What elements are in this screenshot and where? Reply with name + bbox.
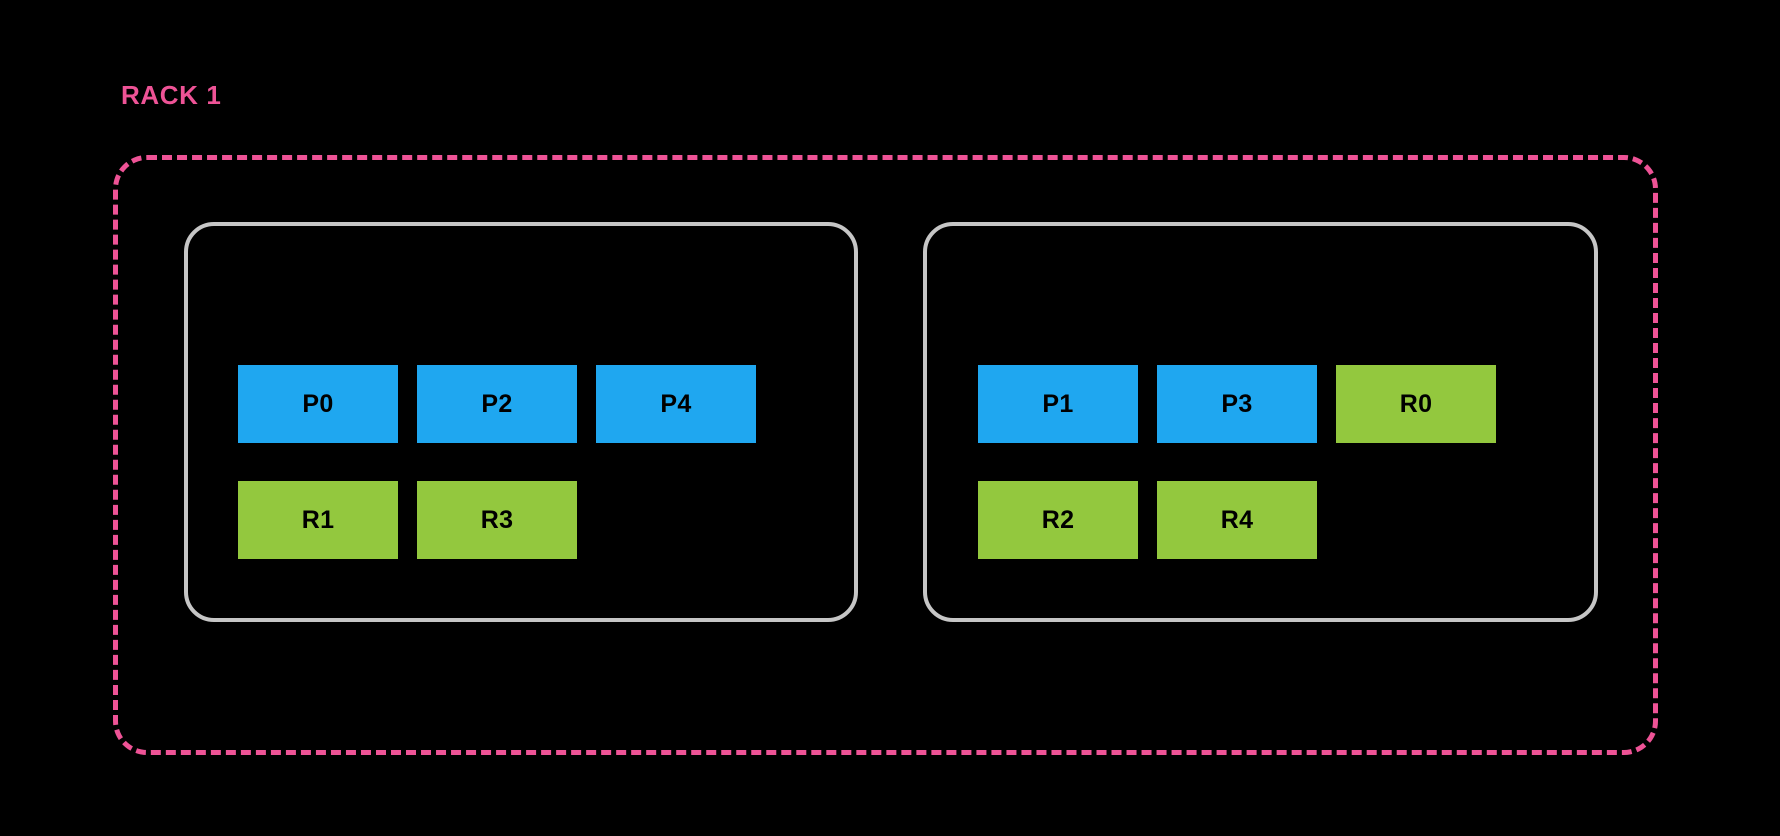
shard-r2[interactable]: R2: [978, 481, 1138, 559]
shard-r3[interactable]: R3: [417, 481, 577, 559]
shard-r0[interactable]: R0: [1336, 365, 1496, 443]
shard-r4[interactable]: R4: [1157, 481, 1317, 559]
shard-p0[interactable]: P0: [238, 365, 398, 443]
rack-boundary: [113, 155, 1658, 755]
shard-p4[interactable]: P4: [596, 365, 756, 443]
node-box-0: [184, 222, 858, 622]
shard-p2[interactable]: P2: [417, 365, 577, 443]
shard-r1[interactable]: R1: [238, 481, 398, 559]
shard-p3[interactable]: P3: [1157, 365, 1317, 443]
rack-label: RACK 1: [121, 80, 222, 110]
shard-p1[interactable]: P1: [978, 365, 1138, 443]
node-box-1: [923, 222, 1598, 622]
